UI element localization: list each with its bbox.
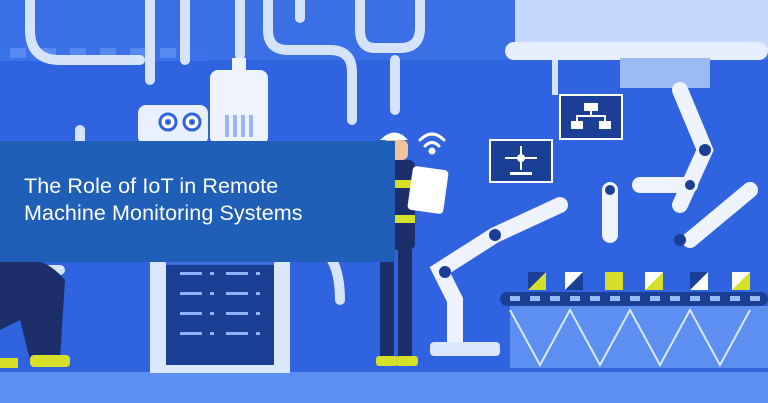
title-line-1: The Role of IoT in Remote xyxy=(24,174,279,198)
robot-joints xyxy=(439,144,711,278)
server-rack-icon xyxy=(150,245,290,373)
title-line-2: Machine Monitoring Systems xyxy=(24,201,303,225)
worker-left-icon xyxy=(0,257,70,368)
network-screen-icon xyxy=(489,139,553,183)
control-box-icon xyxy=(210,58,268,145)
conveyor-belt-icon xyxy=(500,272,768,368)
conveyor-items xyxy=(528,272,750,290)
sensor-robot-icon xyxy=(138,105,208,145)
wifi-icon xyxy=(418,132,446,155)
floor xyxy=(0,372,768,403)
flowchart-screen-icon xyxy=(559,94,623,140)
title-panel: The Role of IoT in Remote Machine Monito… xyxy=(0,141,395,262)
overhead-machine xyxy=(505,0,768,88)
